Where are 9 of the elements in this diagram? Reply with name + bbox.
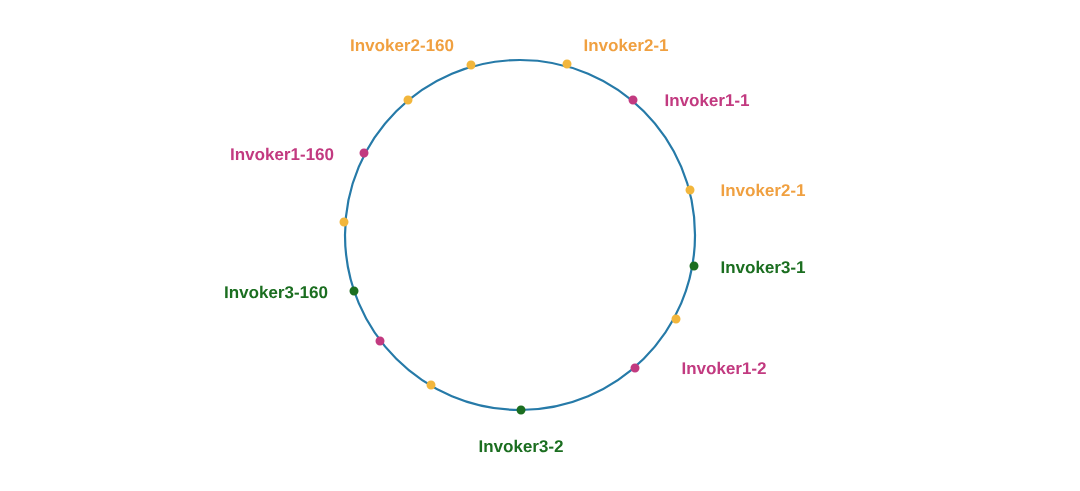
dot-label: Invoker1-160: [231, 147, 334, 161]
dot-label: Invoker3-160: [225, 285, 328, 299]
dot-label: Invoker3-1: [721, 260, 806, 274]
dot-label: Invoker2-1: [584, 38, 669, 52]
dot-label: Invoker2-160: [351, 38, 454, 52]
dot-label: Invoker1-1: [665, 93, 750, 107]
dot-label: Invoker3-2: [479, 439, 563, 453]
dot-label: Invoker1-2: [682, 361, 766, 375]
dot-label: Invoker2-1: [721, 183, 806, 197]
